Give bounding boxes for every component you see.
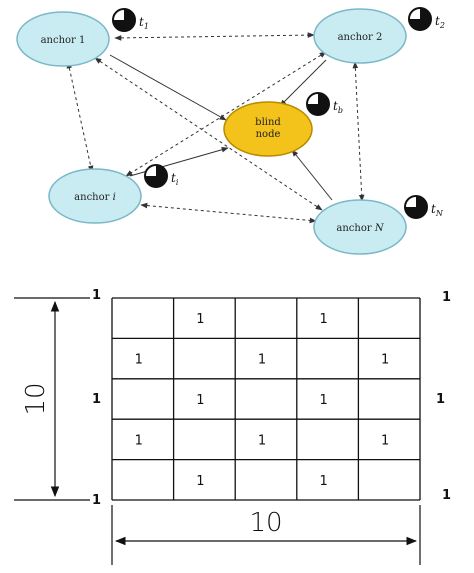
grid-cell-label: 1 xyxy=(381,353,389,368)
clock-ti-sub: i xyxy=(176,178,179,187)
clock-tb-label: t xyxy=(333,99,338,113)
svg-text:ti: ti xyxy=(171,171,179,187)
clock-t2-sub: 2 xyxy=(439,21,445,30)
clock-t1-sub: 1 xyxy=(144,22,149,31)
blind-node: blind node xyxy=(223,101,313,157)
edge-ai-blind xyxy=(129,147,229,177)
grid-cell-label: 1 xyxy=(319,474,327,489)
edge-ai-aN xyxy=(140,202,317,224)
clock-icon-tb: tb xyxy=(306,92,343,116)
side-label-right-bottom: 1 xyxy=(442,488,451,503)
grid-cell-label: 1 xyxy=(135,353,143,368)
edge-a1-a2 xyxy=(114,32,315,41)
clock-t1-label: t xyxy=(139,15,144,29)
anchor-2-label: anchor 2 xyxy=(338,32,383,43)
height-dimension xyxy=(14,297,90,501)
grid-cell-label: 1 xyxy=(258,353,266,368)
anchor-node-2: anchor 2 xyxy=(313,8,407,64)
edge-aN-blind xyxy=(291,149,333,201)
svg-text:t2: t2 xyxy=(435,14,445,30)
clock-icon-t1: t1 xyxy=(112,8,149,32)
clock-tN-label: t xyxy=(431,202,436,216)
grid-cell-label: 1 xyxy=(319,312,327,327)
clock-tb-sub: b xyxy=(338,106,343,115)
grid-cell-label: 1 xyxy=(319,393,327,408)
edge-a2-aN xyxy=(352,61,365,202)
grid-cell-label: 1 xyxy=(381,433,389,448)
grid xyxy=(111,297,421,501)
clock-icon-ti: ti xyxy=(144,164,179,188)
clock-tN-sub: N xyxy=(435,209,444,218)
anchor-i-label: anchor xyxy=(74,192,112,203)
side-label-right-mid: 1 xyxy=(436,392,445,407)
blind-node-label-2: node xyxy=(256,129,281,140)
anchor-node-i: anchor i xyxy=(48,168,142,224)
edge-a1-blind xyxy=(109,54,227,121)
clock-icon-tN: tN xyxy=(404,195,444,219)
edge-a2-blind xyxy=(279,59,327,107)
grid-cell-label: 1 xyxy=(196,312,204,327)
anchor-1-label: anchor 1 xyxy=(41,35,86,46)
svg-text:tN: tN xyxy=(431,202,444,218)
edge-a1-ai xyxy=(66,61,94,173)
side-label-left-mid: 1 xyxy=(92,392,101,407)
clock-t2-label: t xyxy=(435,14,440,28)
anchor-N-italic: N xyxy=(374,223,385,234)
grid-cell-label: 1 xyxy=(196,393,204,408)
side-label-left-top: 1 xyxy=(92,288,101,303)
clock-icon-t2: t2 xyxy=(408,7,445,31)
anchor-i-italic: i xyxy=(113,192,116,203)
svg-text:anchor i: anchor i xyxy=(74,192,116,203)
grid-cell-labels: 1 1 1 1 1 1 1 1 1 1 1 1 xyxy=(135,312,390,489)
blind-node-label-1: blind xyxy=(255,117,281,128)
anchor-node-N: anchor N xyxy=(313,199,407,255)
side-label-right-top: 1 xyxy=(442,290,451,305)
height-label: 10 xyxy=(21,382,51,415)
network-edges xyxy=(66,32,365,224)
svg-text:t1: t1 xyxy=(139,15,149,31)
side-label-left-bottom: 1 xyxy=(92,493,101,508)
clock-ti-label: t xyxy=(171,171,176,185)
anchor-node-1: anchor 1 xyxy=(16,11,110,67)
svg-text:tb: tb xyxy=(333,99,343,115)
width-dimension xyxy=(111,505,421,565)
grid-cell-label: 1 xyxy=(196,474,204,489)
grid-cell-label: 1 xyxy=(258,433,266,448)
grid-cell-label: 1 xyxy=(135,433,143,448)
anchor-N-label: anchor xyxy=(336,223,374,234)
svg-text:anchor N: anchor N xyxy=(336,223,384,234)
width-label: 10 xyxy=(249,508,282,538)
